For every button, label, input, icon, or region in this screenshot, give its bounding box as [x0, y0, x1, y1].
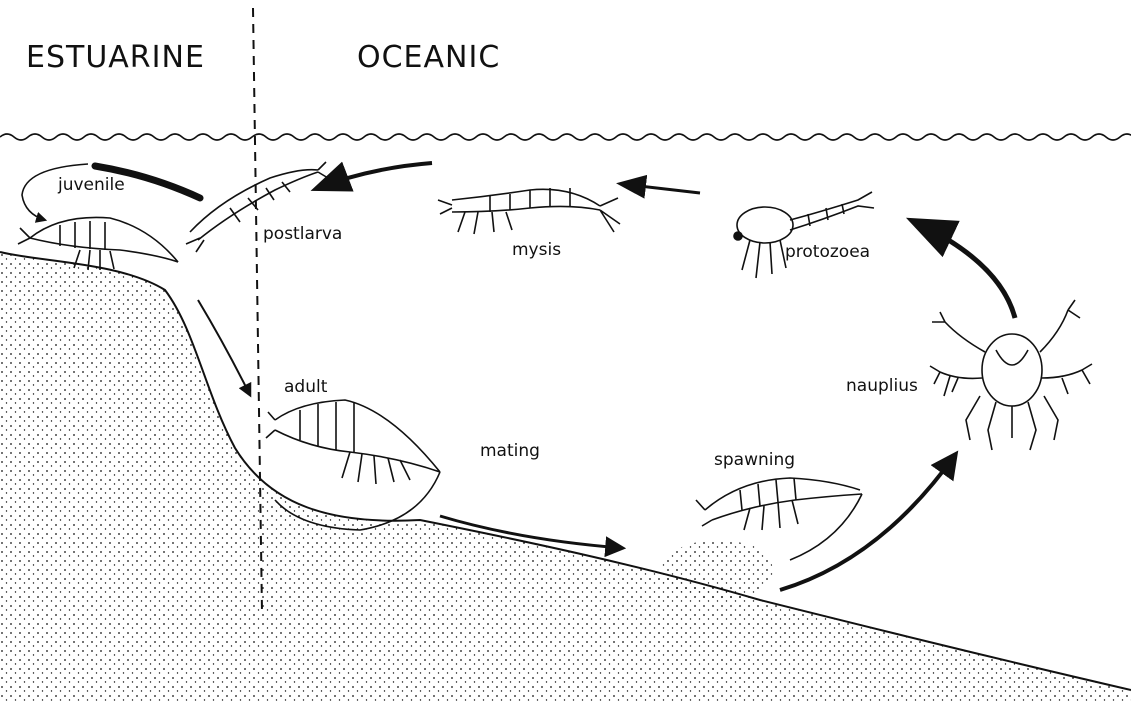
mysis-label: mysis [512, 242, 561, 259]
juvenile-label: juvenile [58, 177, 125, 194]
estuarine-label: ESTUARINE [26, 43, 205, 73]
spawning-label: spawning [714, 452, 795, 469]
mating-label: mating [480, 443, 540, 460]
arrow-protozoea-to-mysis [622, 184, 700, 193]
arrow-mysis-to-postlarva [318, 163, 432, 188]
arrow-nauplius-to-protozoea [915, 222, 1015, 318]
protozoea-illustration [734, 192, 874, 278]
nauplius-label: nauplius [846, 378, 918, 395]
postlarva-label: postlarva [263, 226, 342, 243]
water-surface [0, 134, 1131, 140]
adult-label: adult [284, 379, 327, 396]
mysis-shrimp-illustration [438, 188, 620, 234]
nauplius-illustration [930, 300, 1092, 450]
arrow-spawning-to-nauplius [780, 455, 955, 590]
oceanic-label: OCEANIC [357, 43, 500, 73]
protozoea-label: protozoea [785, 244, 870, 261]
seafloor-sediment [0, 252, 1131, 701]
